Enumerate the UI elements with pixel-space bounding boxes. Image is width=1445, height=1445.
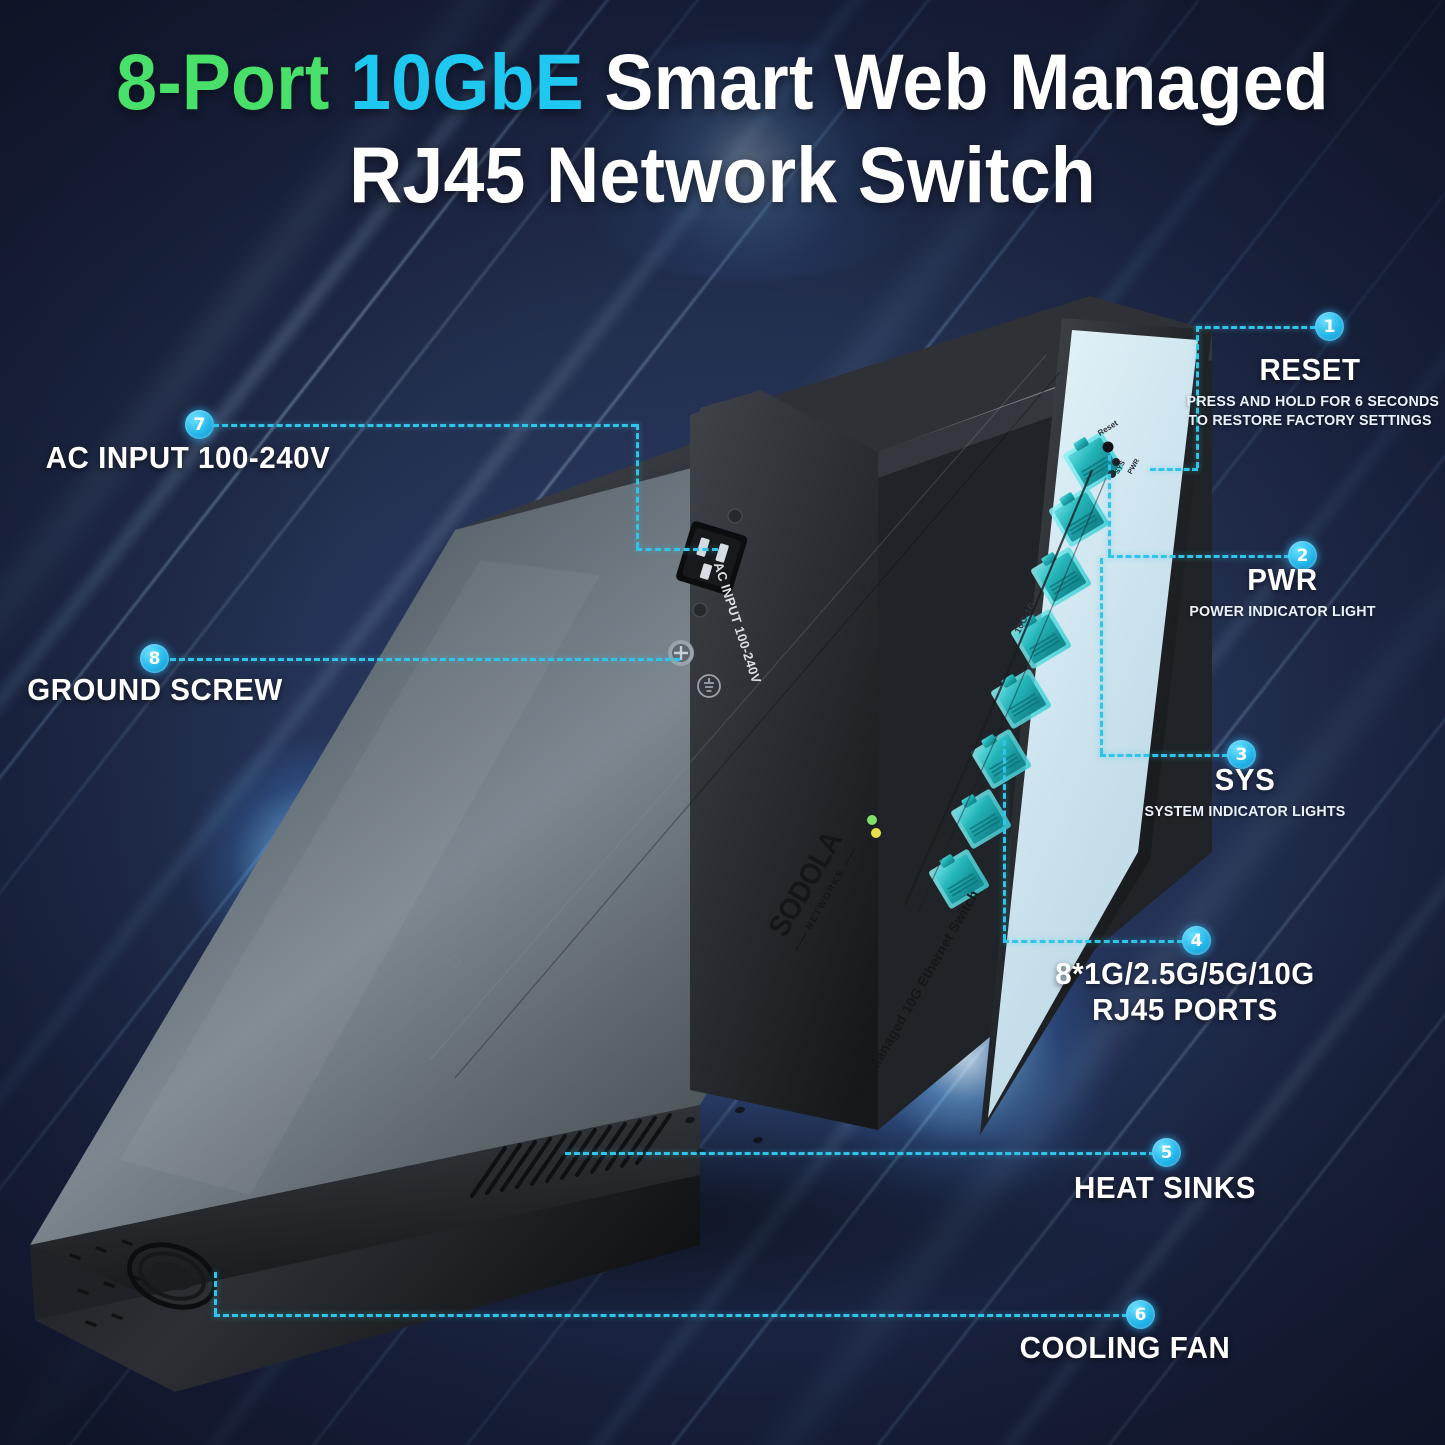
callout-badge-3: 3 — [1227, 740, 1256, 769]
title-segment-speed: 10GbE — [350, 37, 605, 126]
callout-heat-sinks: HEAT SINKS — [1000, 1170, 1330, 1206]
callout-badge-4: 4 — [1182, 926, 1211, 955]
callout-badge-6: 6 — [1126, 1300, 1155, 1329]
ac-power-inlet — [676, 521, 748, 596]
title-line-2: RJ45 Network Switch — [349, 129, 1096, 219]
callout-badge-5: 5 — [1152, 1138, 1181, 1167]
callout-ground-screw: GROUND SCREW — [10, 672, 300, 708]
callout-badge-8: 8 — [140, 644, 169, 673]
callout-sub-pwr: POWER INDICATOR LIGHT — [1189, 603, 1376, 620]
page-title: 8-Port 10GbE Smart Web Managed RJ45 Netw… — [51, 41, 1395, 219]
ground-screw — [668, 640, 694, 666]
title-segment-rest: Smart Web Managed — [604, 37, 1329, 126]
callout-pwr: PWR POWER INDICATOR LIGHT — [1120, 562, 1445, 621]
callout-sys: SYS SYSTEM INDICATOR LIGHTS — [1080, 762, 1410, 821]
callout-title-ports-2: RJ45 PORTS — [1092, 992, 1278, 1027]
callout-sub-reset-2: TO RESTORE FACTORY SETTINGS — [1188, 412, 1432, 430]
callout-sub-sys: SYSTEM INDICATOR LIGHTS — [1144, 803, 1346, 820]
heat-sink-vents — [470, 1113, 672, 1198]
callout-title-heat-sinks: HEAT SINKS — [1074, 1170, 1256, 1205]
callout-title-sys: SYS — [1214, 762, 1276, 797]
earth-ground-icon — [697, 674, 721, 698]
rj45-port-group — [929, 432, 1123, 909]
callout-rj45-ports: 8*1G/2.5G/5G/10G RJ45 PORTS — [1010, 956, 1360, 1028]
callout-badge-7: 7 — [185, 410, 214, 439]
callout-title-reset: RESET — [1259, 352, 1361, 387]
callout-title-pwr: PWR — [1247, 562, 1318, 597]
callout-badge-1: 1 — [1315, 312, 1344, 341]
callout-title-ports-1: 8*1G/2.5G/5G/10G — [1055, 956, 1315, 991]
cooling-fan-vent — [126, 1242, 218, 1310]
callout-reset: RESET PRESS AND HOLD FOR 6 SECONDS TO RE… — [1180, 352, 1440, 430]
callout-title-ac-input: AC INPUT 100-240V — [45, 440, 331, 475]
callout-badge-2: 2 — [1288, 541, 1317, 570]
callout-cooling-fan: COOLING FAN — [960, 1330, 1290, 1366]
callout-title-cooling-fan: COOLING FAN — [1019, 1330, 1231, 1365]
callout-title-ground-screw: GROUND SCREW — [27, 672, 283, 707]
callout-sub-reset-1: PRESS AND HOLD FOR 6 SECONDS — [1186, 393, 1440, 410]
title-segment-ports: 8-Port — [116, 37, 351, 126]
callout-ac-input: AC INPUT 100-240V — [18, 440, 358, 476]
